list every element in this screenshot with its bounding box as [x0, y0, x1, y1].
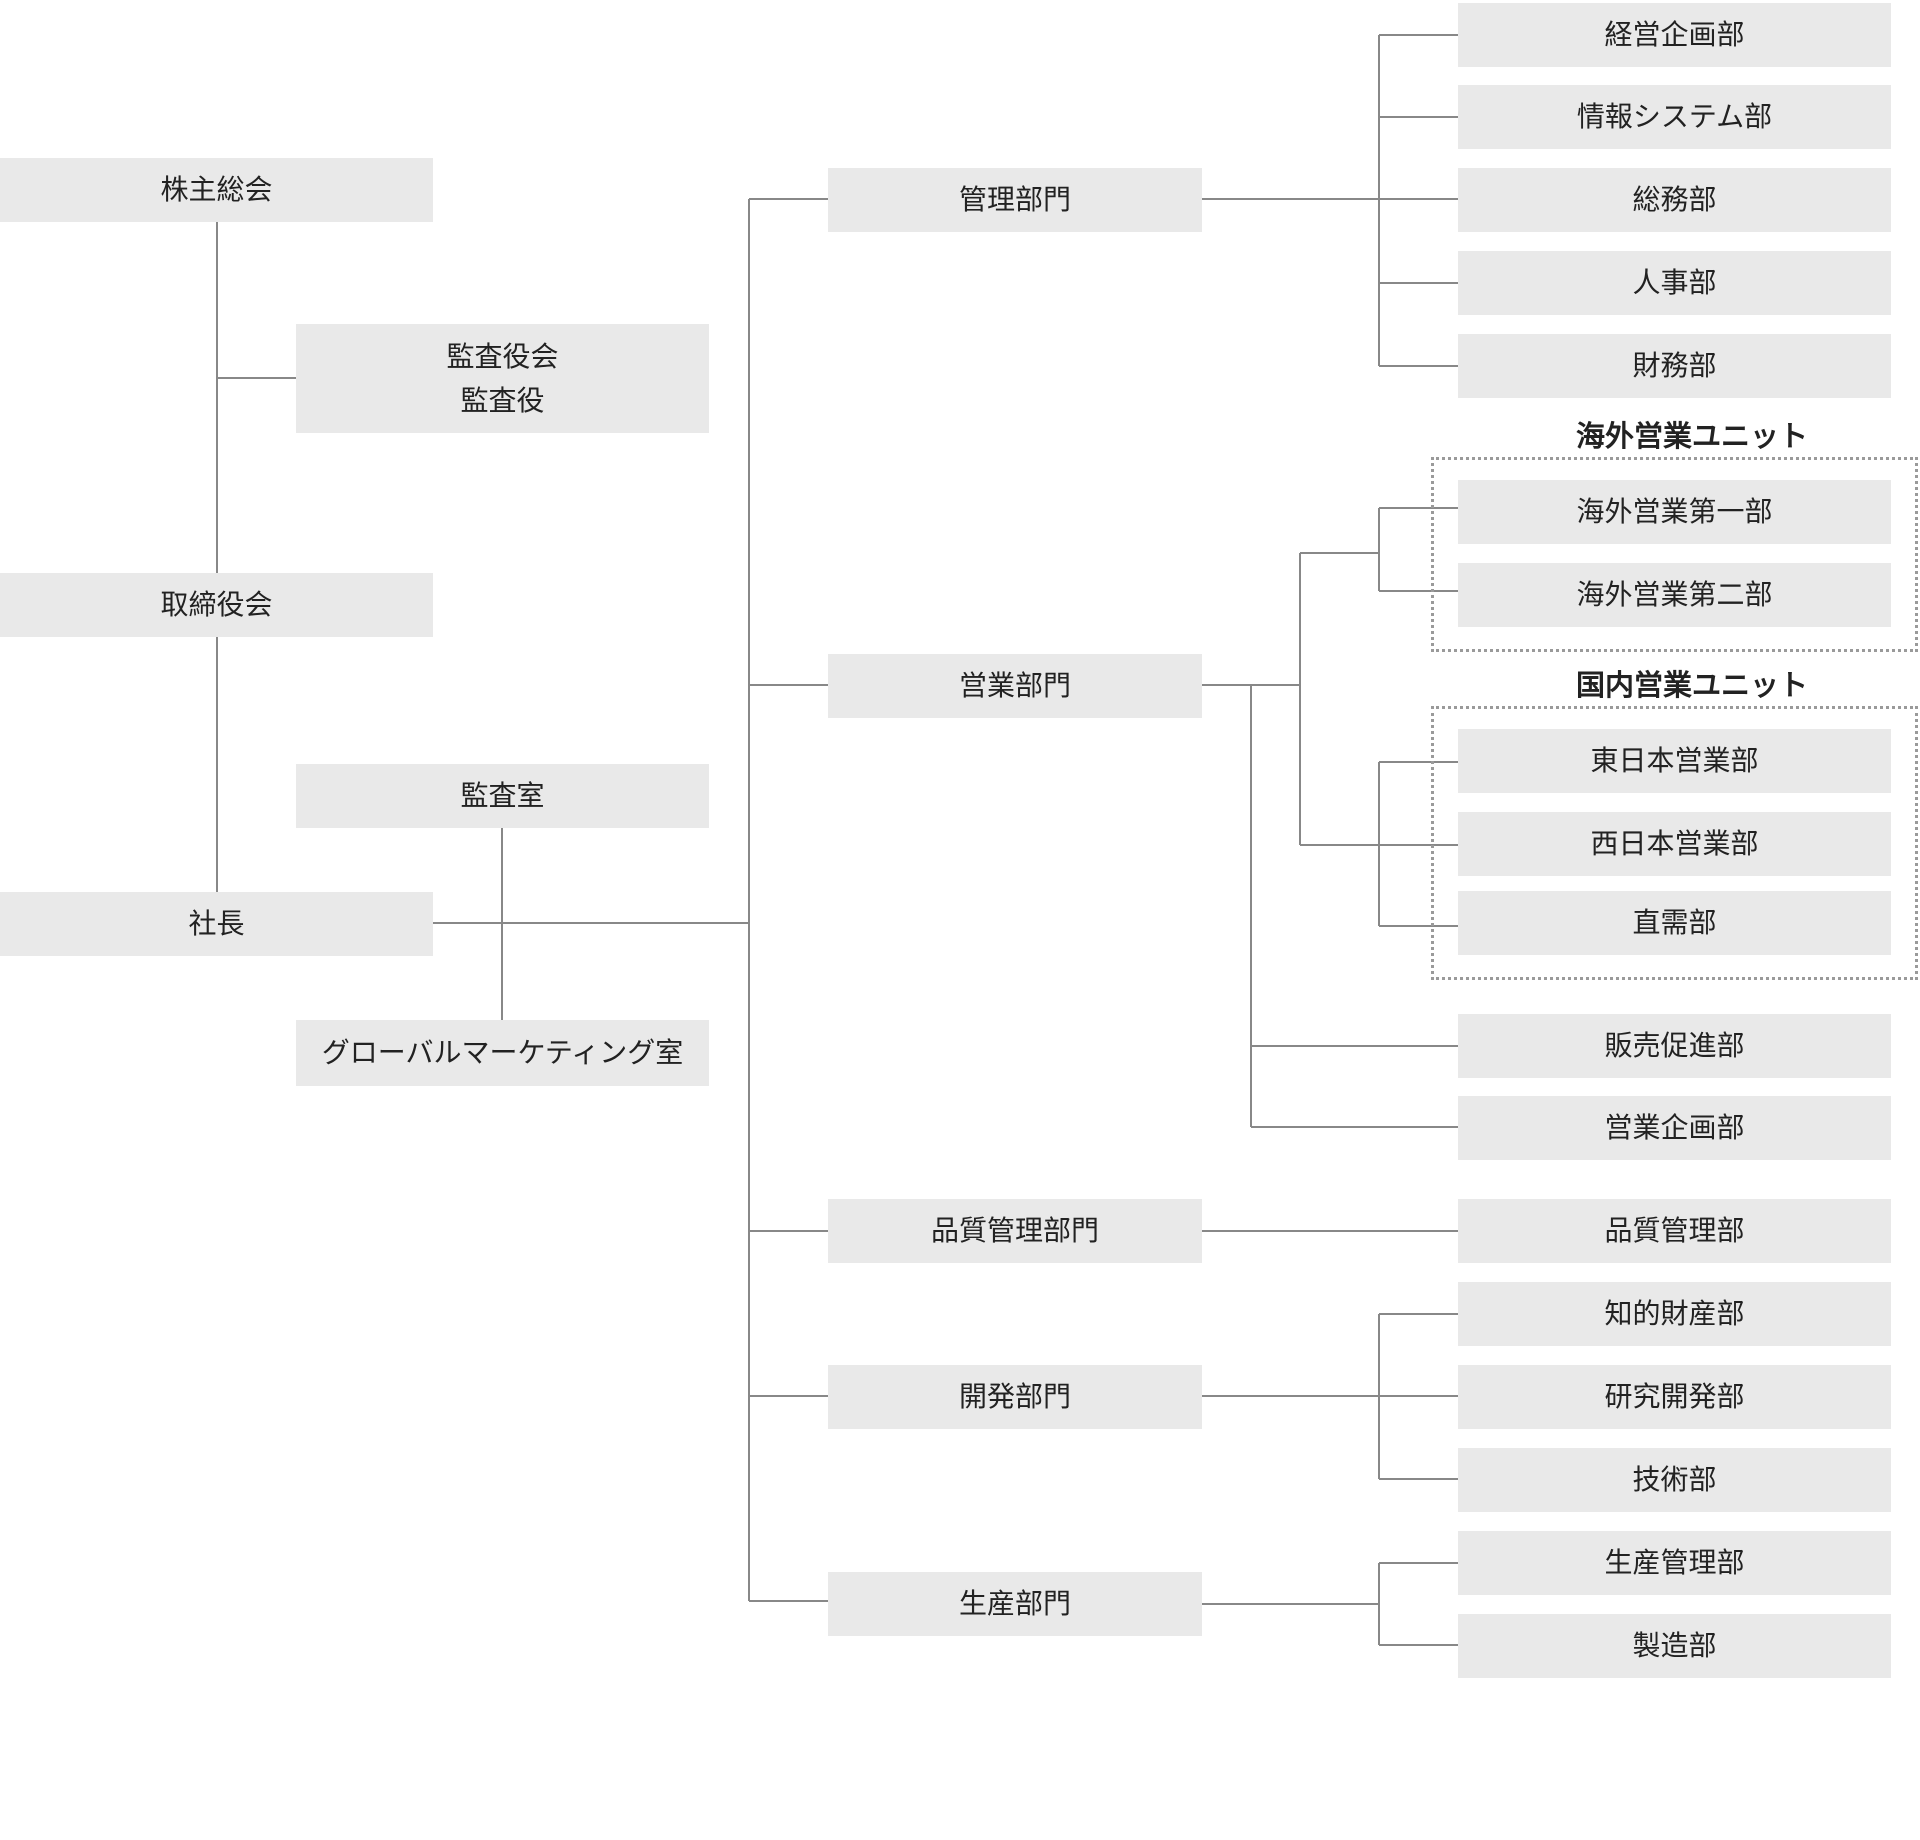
development-division-box: 開発部門 — [828, 1365, 1202, 1429]
sales-division-box: 営業部門 — [828, 654, 1202, 718]
finance-dept-box: 財務部 — [1458, 334, 1891, 398]
overseas-sales-1-dept-box: 海外営業第一部 — [1458, 480, 1891, 544]
quality-division-box: 品質管理部門 — [828, 1199, 1202, 1263]
sales-planning-dept-box: 営業企画部 — [1458, 1096, 1891, 1160]
auditor-label: 監査役 — [460, 383, 545, 417]
shareholders-meeting-box: 株主総会 — [0, 158, 433, 222]
production-division-box: 生産部門 — [828, 1572, 1202, 1636]
domestic-unit-title: 国内営業ユニット — [1575, 668, 1808, 702]
west-japan-sales-dept-box: 西日本営業部 — [1458, 812, 1891, 876]
production-control-dept-box: 生産管理部 — [1458, 1531, 1891, 1595]
sales-promotion-dept-box: 販売促進部 — [1458, 1014, 1891, 1078]
overseas-unit-frame — [1431, 457, 1918, 652]
domestic-unit-frame — [1431, 706, 1918, 980]
information-systems-dept-box: 情報システム部 — [1458, 85, 1891, 149]
east-japan-sales-dept-box: 東日本営業部 — [1458, 729, 1891, 793]
admin-division-box: 管理部門 — [828, 168, 1202, 232]
research-development-dept-box: 研究開発部 — [1458, 1365, 1891, 1429]
intellectual-property-dept-box: 知的財産部 — [1458, 1282, 1891, 1346]
human-resources-dept-box: 人事部 — [1458, 251, 1891, 315]
overseas-unit-title: 海外営業ユニット — [1575, 419, 1808, 453]
global-marketing-office-box: グローバルマーケティング室 — [296, 1020, 709, 1086]
audit-office-box: 監査室 — [296, 764, 709, 828]
auditors-box: 監査役会 監査役 — [296, 324, 709, 433]
general-affairs-dept-box: 総務部 — [1458, 168, 1891, 232]
board-of-directors-box: 取締役会 — [0, 573, 433, 637]
engineering-dept-box: 技術部 — [1458, 1448, 1891, 1512]
corporate-planning-dept-box: 経営企画部 — [1458, 3, 1891, 67]
overseas-sales-2-dept-box: 海外営業第二部 — [1458, 563, 1891, 627]
auditors-board-label: 監査役会 — [446, 339, 559, 373]
direct-demand-dept-box: 直需部 — [1458, 891, 1891, 955]
manufacturing-dept-box: 製造部 — [1458, 1614, 1891, 1678]
quality-management-dept-box: 品質管理部 — [1458, 1199, 1891, 1263]
president-box: 社長 — [0, 892, 433, 956]
